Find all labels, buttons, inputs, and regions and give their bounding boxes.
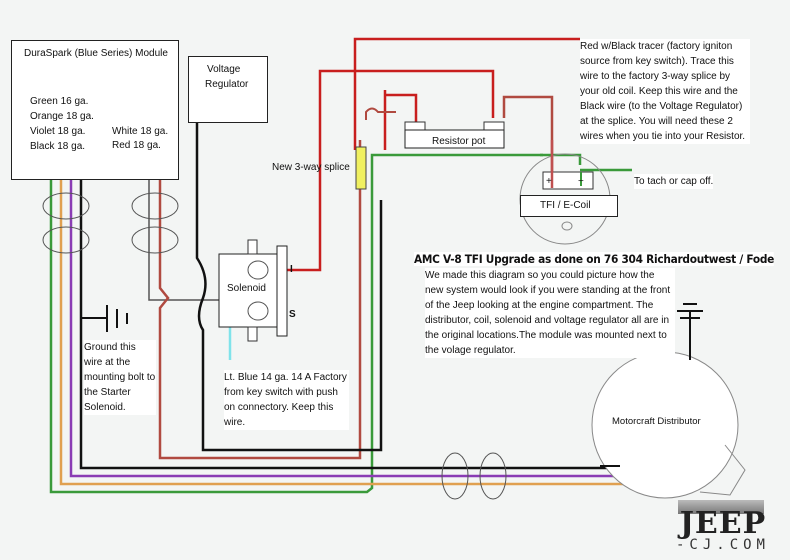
tach-wire (540, 153, 632, 172)
resistor-terminal (483, 121, 505, 131)
resistor-terminal (404, 121, 426, 131)
red-ignition-wire (285, 69, 495, 272)
module-wire-green: Green 16 ga. (30, 94, 89, 109)
module-wire-violet: Violet 18 ga. (30, 124, 86, 139)
jeep-cj-logo: JEEP -CJ.COM (675, 506, 770, 553)
diagram-description: We made this diagram so you could pictur… (425, 268, 675, 358)
three-way-splice (355, 146, 367, 190)
distributor-vacuum-can (699, 444, 746, 496)
connector-oval (479, 452, 507, 500)
solenoid-plate (276, 245, 288, 337)
coil-minus: − (578, 176, 584, 187)
resistor-label: Resistor pot (432, 136, 486, 147)
solenoid-terminal-i (247, 260, 269, 280)
orange-wire (59, 178, 630, 486)
connector-oval (131, 226, 179, 254)
splice-label: New 3-way splice (272, 162, 350, 173)
solenoid-terminal-s (247, 301, 269, 321)
diagram-heading: AMC V-8 TFI Upgrade as done on 76 304 Ri… (414, 252, 775, 266)
distributor-label: Motorcraft Distributor (612, 414, 701, 429)
solenoid-terminal-i-label: I (290, 264, 293, 275)
module-wire-red: Red 18 ga. (112, 138, 161, 153)
solenoid-label: Solenoid (227, 281, 266, 296)
coil-hop (365, 107, 396, 120)
connector-oval (441, 452, 469, 500)
module-wire-black: Black 18 ga. (30, 139, 86, 154)
coil-plus: + (546, 176, 552, 187)
tach-note: To tach or cap off. (634, 174, 714, 189)
module-wire-white: White 18 ga. (112, 124, 169, 139)
red-tracer-wire (353, 37, 580, 150)
logo-main: JEEP (679, 506, 767, 541)
logo-bar (678, 500, 764, 514)
solenoid-post-bottom (247, 326, 258, 342)
connector-oval (42, 226, 90, 254)
green-wire (49, 153, 543, 494)
ground-note: Ground this wire at the mounting bolt to… (84, 340, 156, 415)
solenoid-terminal-s-label: S (289, 309, 296, 320)
red-tracer-note: Red w/Black tracer (factory igniton sour… (580, 39, 750, 144)
distributor-antenna (677, 303, 703, 360)
coil-label: TFI / E-Coil (540, 198, 591, 213)
connector-oval (42, 192, 90, 220)
module-wire-bundle (49, 140, 630, 494)
coil-hole (561, 221, 573, 231)
module-wire-orange: Orange 18 ga. (30, 109, 94, 124)
solenoid-post-top (247, 239, 258, 255)
ground-symbol (81, 305, 128, 332)
voltage-regulator-label-2: Regulator (205, 77, 249, 92)
red-module-wire (158, 140, 362, 460)
connector-oval (131, 192, 179, 220)
resistor-coil-wire (502, 95, 554, 180)
red-resistor-wire (383, 90, 418, 150)
violet-wire (69, 178, 620, 478)
module-title: DuraSpark (Blue Series) Module (24, 46, 168, 61)
voltage-regulator-label-1: Voltage (207, 62, 241, 77)
resistor-body (404, 129, 505, 149)
blue-wire-note: Lt. Blue 14 ga. 14 A Factory from key sw… (224, 370, 349, 430)
logo-sub: -CJ.COM (675, 537, 770, 553)
regulator-black-wire (195, 120, 383, 452)
black-module-wire (79, 178, 614, 470)
